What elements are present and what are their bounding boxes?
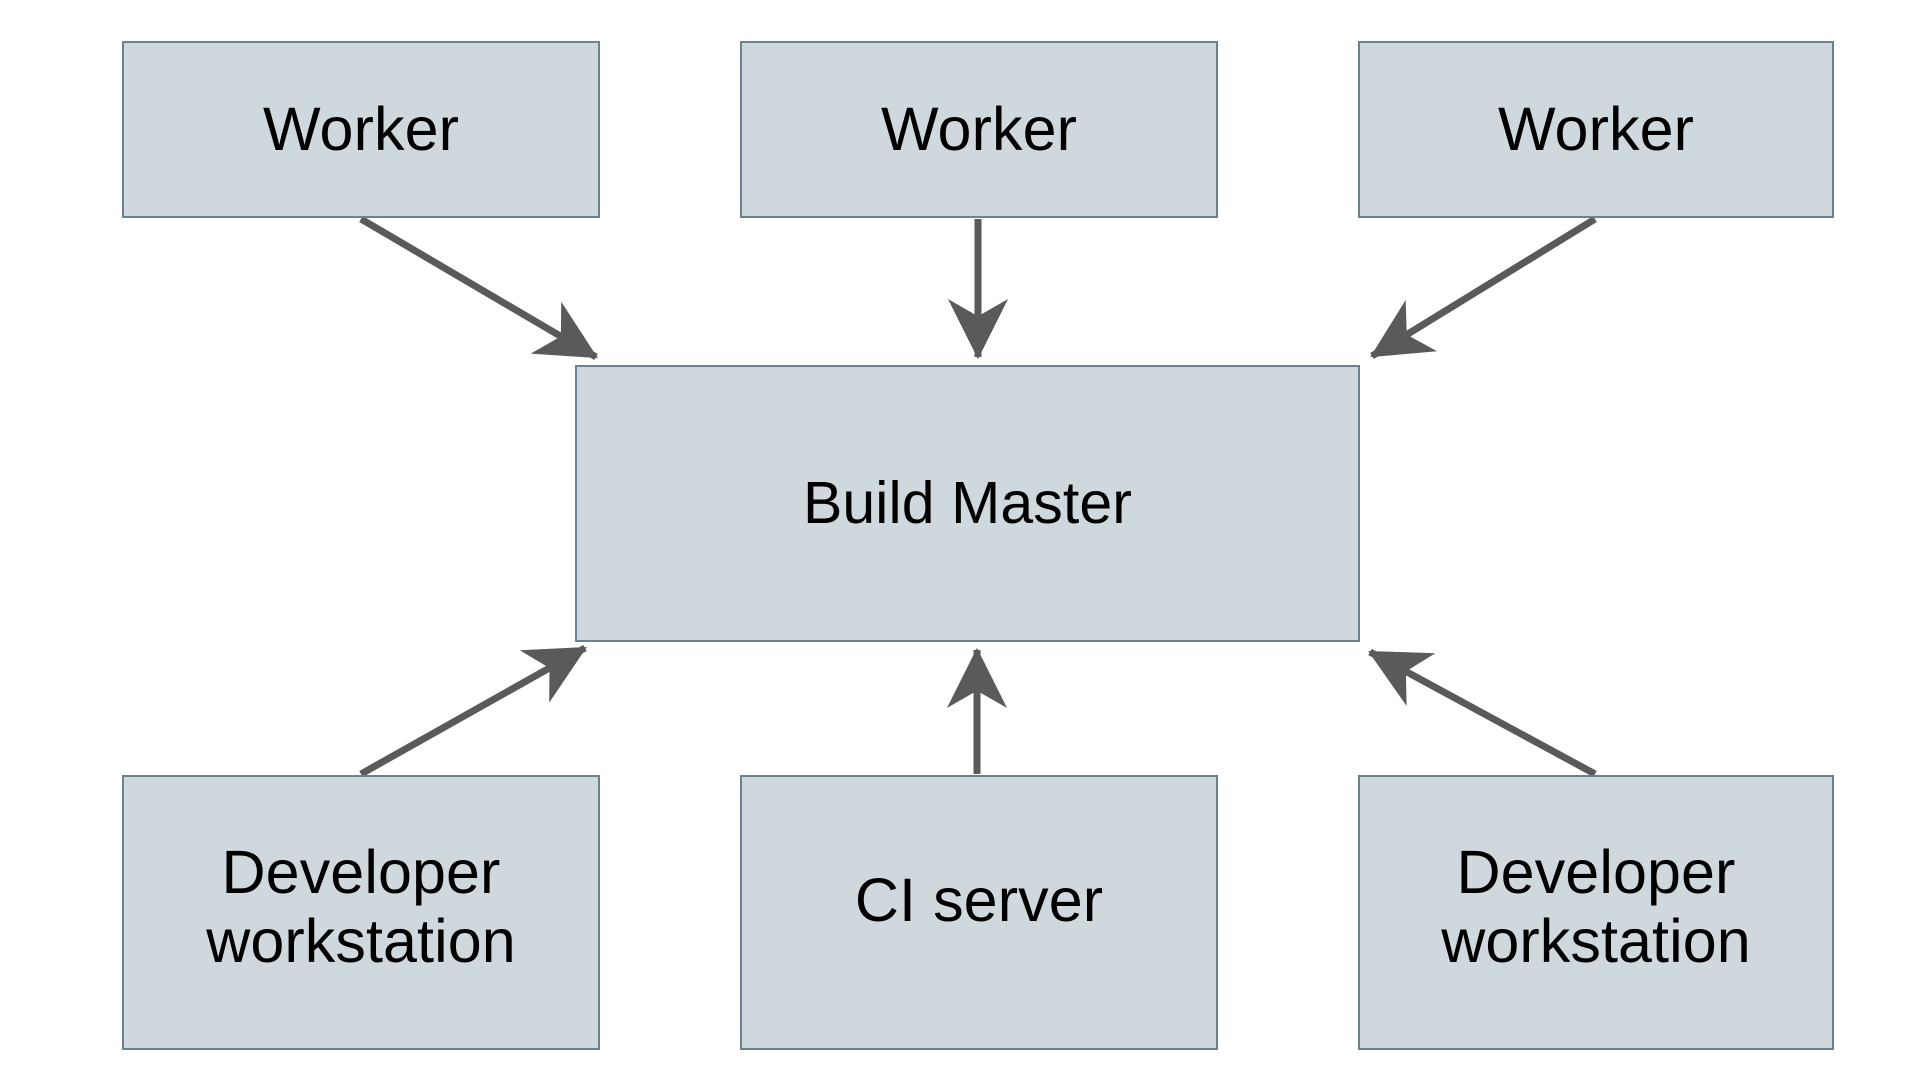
node-ci-server-label: CI server [854, 866, 1104, 935]
node-worker-center[interactable]: Worker [740, 41, 1218, 218]
node-developer-workstation-right[interactable]: Developer workstation [1358, 775, 1834, 1050]
node-developer-workstation-right-label: Developer workstation [1441, 838, 1751, 975]
node-ci-server[interactable]: CI server [740, 775, 1218, 1050]
node-build-master[interactable]: Build Master [575, 365, 1360, 642]
node-developer-workstation-left[interactable]: Developer workstation [122, 775, 600, 1050]
edge-dev-left-to-master [359, 644, 587, 778]
node-worker-left[interactable]: Worker [122, 41, 600, 218]
edge-worker-right-to-master [1370, 216, 1597, 359]
node-worker-center-label: Worker [880, 95, 1078, 164]
node-build-master-label: Build Master [802, 470, 1133, 537]
node-worker-right[interactable]: Worker [1358, 41, 1834, 218]
edge-dev-right-to-master [1368, 648, 1597, 778]
node-worker-left-label: Worker [262, 95, 460, 164]
node-developer-workstation-left-label: Developer workstation [206, 838, 516, 975]
edge-worker-left-to-master [359, 215, 598, 361]
node-worker-right-label: Worker [1497, 95, 1695, 164]
